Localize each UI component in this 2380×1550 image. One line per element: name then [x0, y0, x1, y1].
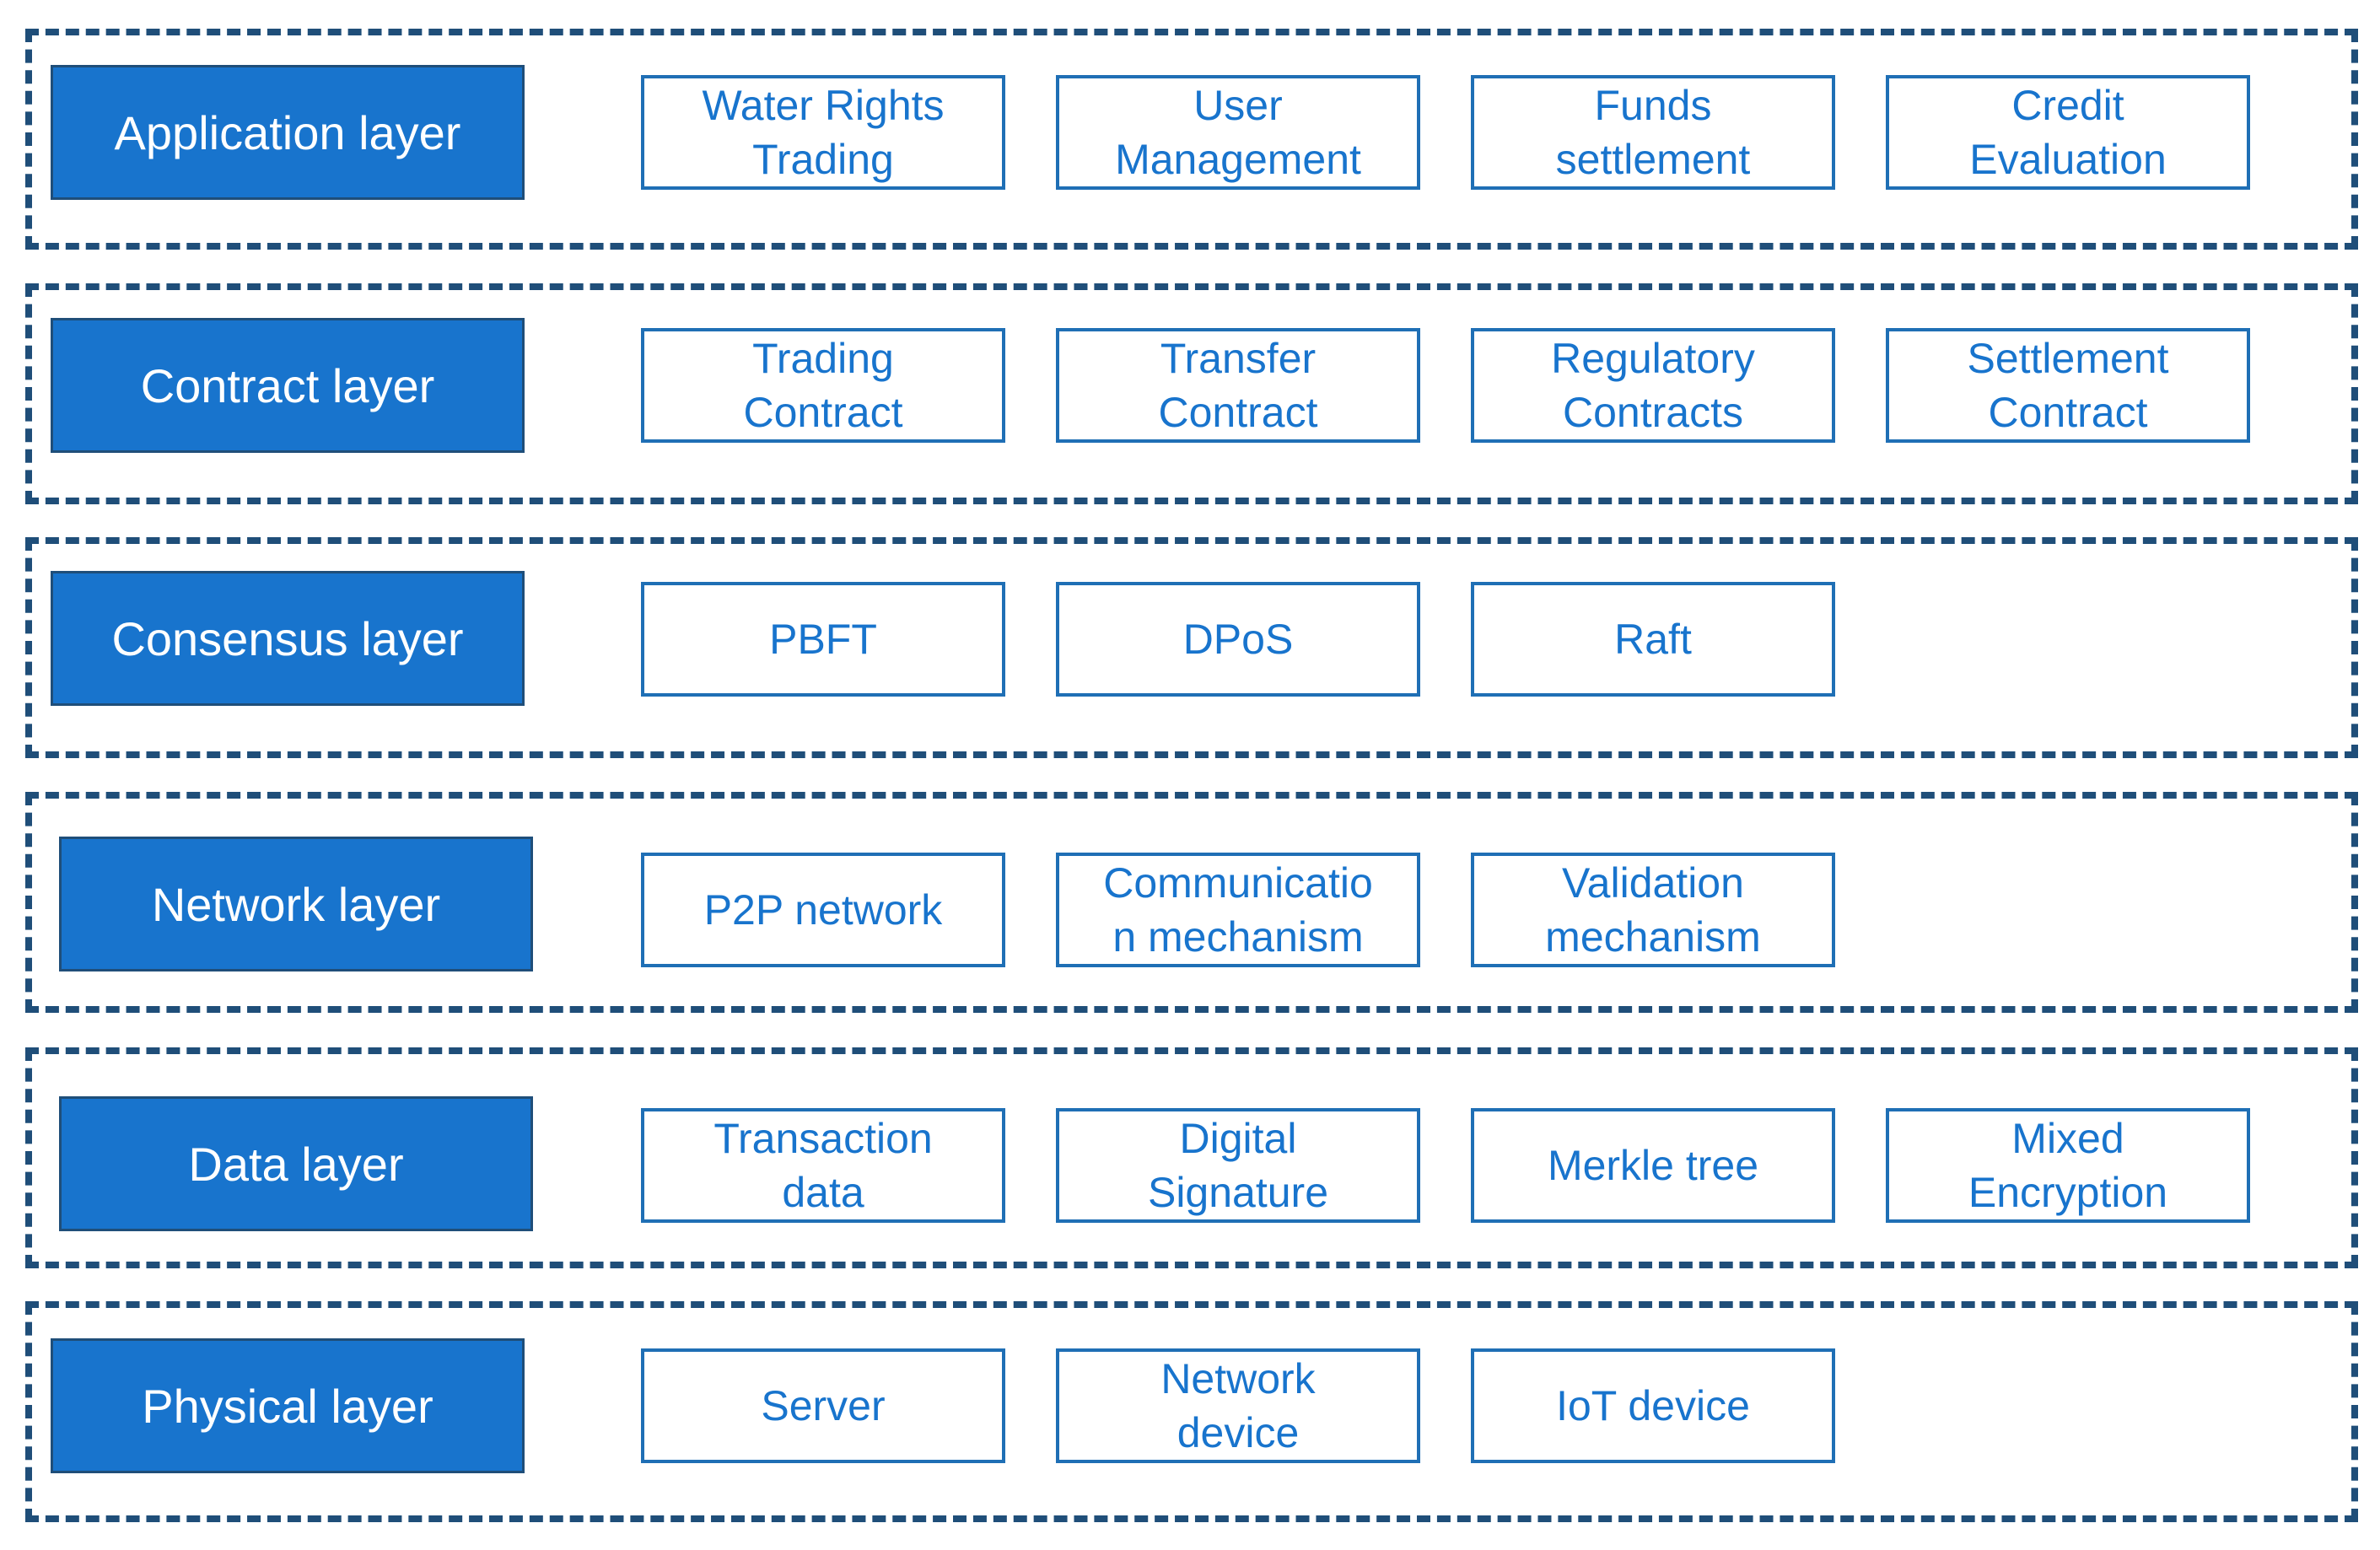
dpos-box: DPoS — [1056, 582, 1420, 697]
iot-device-box: IoT device — [1471, 1348, 1835, 1463]
application-layer-row: Application layer Water Rights Trading U… — [25, 29, 2358, 250]
data-layer-row: Data layer Transaction data Digital Sign… — [25, 1047, 2358, 1268]
consensus-layer-label: Consensus layer — [51, 571, 525, 706]
consensus-layer-row: Consensus layer PBFT DPoS Raft — [25, 537, 2358, 758]
network-layer-label: Network layer — [59, 837, 533, 971]
network-layer-row: Network layer P2P network Communicatio n… — [25, 792, 2358, 1013]
communication-mechanism-box: Communicatio n mechanism — [1056, 853, 1420, 967]
user-management-box: User Management — [1056, 75, 1420, 190]
credit-evaluation-box: Credit Evaluation — [1886, 75, 2250, 190]
transfer-contract-box: Transfer Contract — [1056, 328, 1420, 443]
physical-layer-row: Physical layer Server Network device IoT… — [25, 1301, 2358, 1522]
water-rights-trading-box: Water Rights Trading — [641, 75, 1005, 190]
merkle-tree-box: Merkle tree — [1471, 1108, 1835, 1223]
raft-box: Raft — [1471, 582, 1835, 697]
contract-layer-row: Contract layer Trading Contract Transfer… — [25, 283, 2358, 504]
application-layer-label: Application layer — [51, 65, 525, 200]
trading-contract-box: Trading Contract — [641, 328, 1005, 443]
funds-settlement-box: Funds settlement — [1471, 75, 1835, 190]
server-box: Server — [641, 1348, 1005, 1463]
p2p-network-box: P2P network — [641, 853, 1005, 967]
physical-layer-label: Physical layer — [51, 1338, 525, 1473]
digital-signature-box: Digital Signature — [1056, 1108, 1420, 1223]
data-layer-label: Data layer — [59, 1096, 533, 1231]
settlement-contract-box: Settlement Contract — [1886, 328, 2250, 443]
mixed-encryption-box: Mixed Encryption — [1886, 1108, 2250, 1223]
regulatory-contracts-box: Regulatory Contracts — [1471, 328, 1835, 443]
validation-mechanism-box: Validation mechanism — [1471, 853, 1835, 967]
network-device-box: Network device — [1056, 1348, 1420, 1463]
contract-layer-label: Contract layer — [51, 318, 525, 453]
transaction-data-box: Transaction data — [641, 1108, 1005, 1223]
pbft-box: PBFT — [641, 582, 1005, 697]
